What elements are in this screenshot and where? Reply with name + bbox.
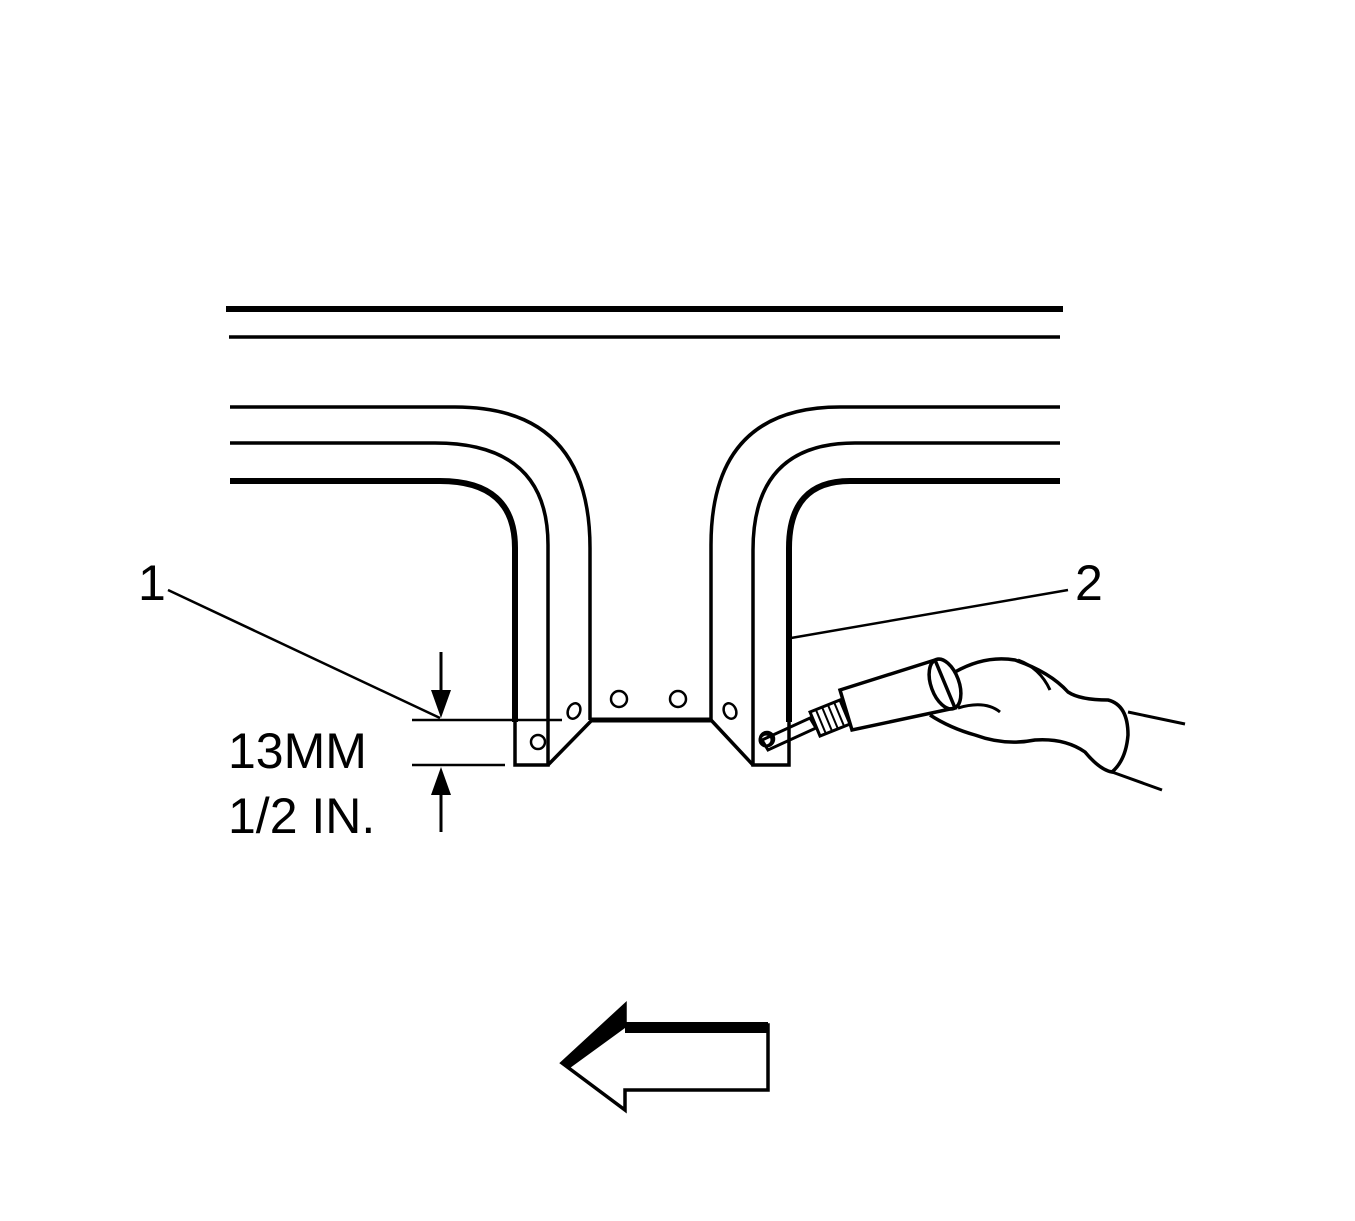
hole [566, 702, 582, 720]
right-channel [709, 405, 1060, 767]
left-channel [230, 405, 594, 767]
upper-panel-edge [226, 306, 1063, 339]
callout-1-leader [167, 588, 441, 720]
sealer-gun-icon [758, 657, 963, 752]
hole [668, 689, 688, 709]
dimension-marker [412, 652, 562, 832]
arrow-up-icon [431, 767, 451, 795]
hole [609, 689, 629, 709]
callout-2: 2 [1075, 555, 1103, 611]
arrow-left-icon [559, 1001, 770, 1114]
hole [529, 733, 547, 751]
callout-2-leader [790, 588, 1069, 640]
callout-1: 1 [138, 555, 166, 611]
dimension-metric: 13MM [228, 723, 367, 779]
hand-icon [929, 657, 1186, 792]
arrow-down-icon [431, 690, 451, 718]
hole [722, 702, 738, 720]
dimension-imperial: 1/2 IN. [228, 788, 375, 844]
